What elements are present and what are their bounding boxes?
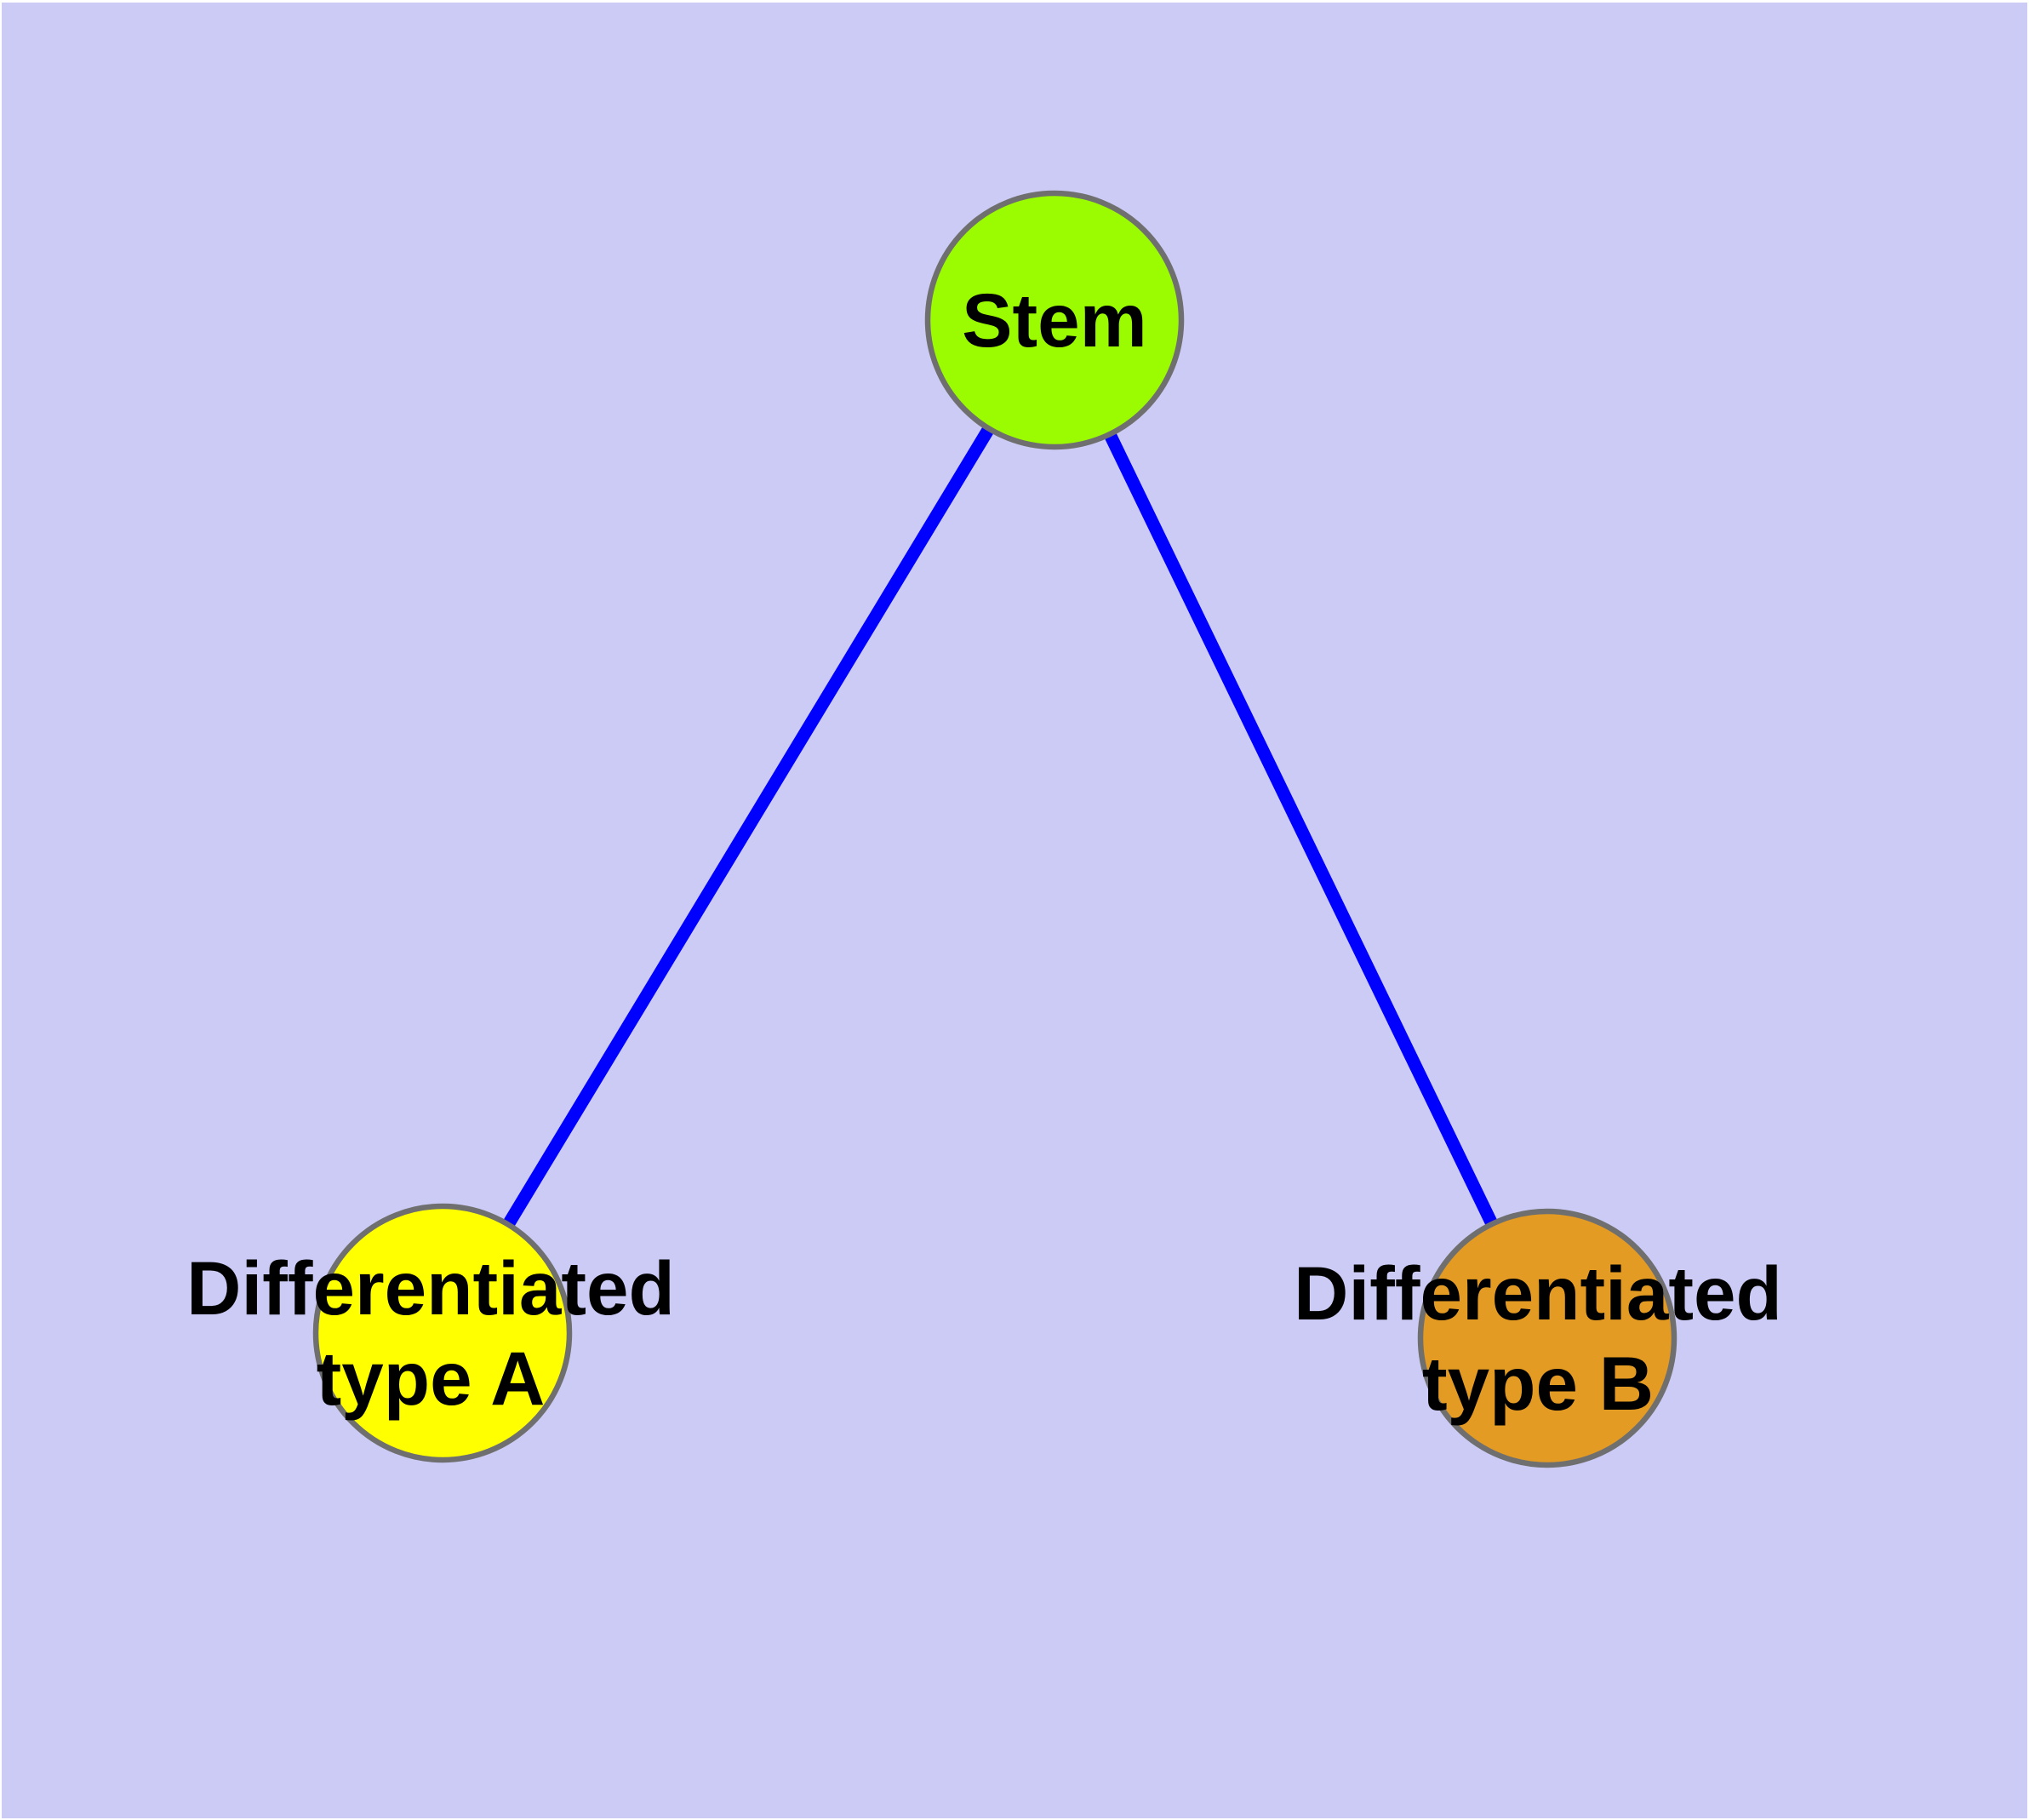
node-type-a: [312, 1203, 573, 1463]
node-type-a-label-line2: type A: [316, 1336, 546, 1421]
node-stem: [924, 190, 1185, 450]
node-type-a-label-line1: Differentiated: [186, 1245, 675, 1331]
node-type-b-label-line2: type B: [1421, 1341, 1654, 1426]
edge-stem-to-type-a: [437, 317, 1060, 1336]
node-type-b: [1417, 1208, 1677, 1468]
node-type-b-label: Differentiated type B: [1294, 1248, 1782, 1428]
node-stem-label-text: Stem: [962, 278, 1147, 363]
node-stem-label: Stem: [962, 275, 1147, 365]
node-type-b-label-line1: Differentiated: [1294, 1251, 1782, 1336]
node-type-a-label: Differentiated type A: [186, 1243, 675, 1423]
edge-stem-to-type-b: [1049, 317, 1553, 1342]
